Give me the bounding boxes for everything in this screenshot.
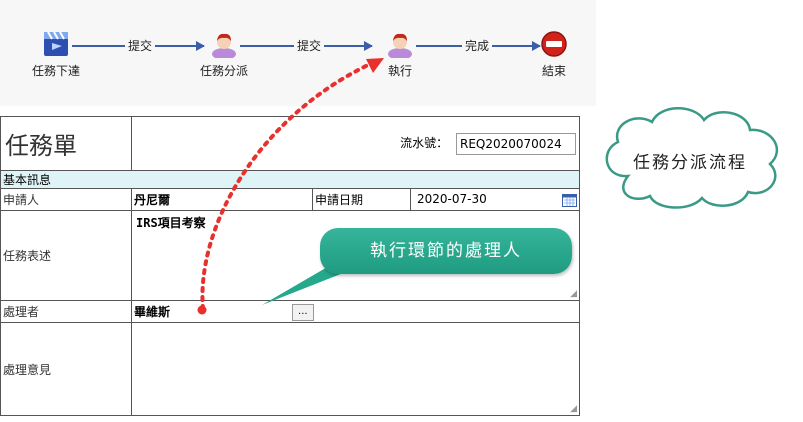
applicant-field[interactable]: 丹尼爾 xyxy=(131,188,313,211)
node-label: 任務下達 xyxy=(31,64,80,78)
workflow-diagram: 任務下達 提交 任務分派 提交 執行 完成 結束 xyxy=(0,0,596,106)
connector-label: 提交 xyxy=(294,37,325,54)
form-title: 任務單 xyxy=(0,116,132,171)
cloud-title: 任務分派流程 xyxy=(633,153,747,173)
node-label: 執行 xyxy=(387,64,412,78)
node-task-assign[interactable]: 任務分派 xyxy=(184,30,264,79)
section-basic-info: 基本訊息 xyxy=(0,170,580,189)
film-clapper-icon xyxy=(44,31,68,56)
connector-label: 完成 xyxy=(462,37,493,54)
handler-picker-button[interactable]: ... xyxy=(291,303,314,321)
user-icon xyxy=(388,33,412,58)
serial-label: 流水號： xyxy=(400,136,449,150)
handler-cell: 畢維斯 ... xyxy=(131,300,580,323)
node-end[interactable]: 結束 xyxy=(514,30,594,79)
task-desc-textarea[interactable]: IRS項目考察 ◢ xyxy=(132,212,579,300)
opinion-textarea[interactable]: ◢ xyxy=(132,324,579,415)
opinion-label: 處理意見 xyxy=(0,322,132,416)
stop-icon xyxy=(541,31,567,57)
resize-handle-icon[interactable]: ◢ xyxy=(570,288,577,299)
connector-label: 提交 xyxy=(125,37,156,54)
apply-date-field[interactable]: 2020-07-30 xyxy=(417,192,487,206)
callout-handler: 執行環節的處理人 xyxy=(320,228,572,274)
user-icon xyxy=(212,33,236,58)
node-execute[interactable]: 執行 xyxy=(360,30,440,79)
serial-number-field[interactable]: REQ2020070024 xyxy=(456,132,576,155)
applicant-label: 申請人 xyxy=(0,188,132,211)
task-form: 任務單 流水號： REQ2020070024 基本訊息 申請人 丹尼爾 申請日期… xyxy=(0,116,580,416)
node-label: 任務分派 xyxy=(199,64,248,78)
apply-date-cell: 2020-07-30 xyxy=(410,188,580,211)
resize-handle-icon[interactable]: ◢ xyxy=(570,403,577,414)
calendar-icon[interactable] xyxy=(562,194,577,207)
handler-label: 處理者 xyxy=(0,300,132,323)
task-desc-label: 任務表述 xyxy=(0,210,132,301)
serial-cell: 流水號： REQ2020070024 xyxy=(131,116,580,171)
node-task-issued[interactable]: 任務下達 xyxy=(16,30,96,79)
apply-date-label: 申請日期 xyxy=(312,188,411,211)
handler-field[interactable]: 畢維斯 xyxy=(134,304,171,319)
node-label: 結束 xyxy=(541,64,566,78)
task-desc-text: IRS項目考察 xyxy=(136,215,206,230)
opinion-cell: ◢ xyxy=(131,322,580,416)
